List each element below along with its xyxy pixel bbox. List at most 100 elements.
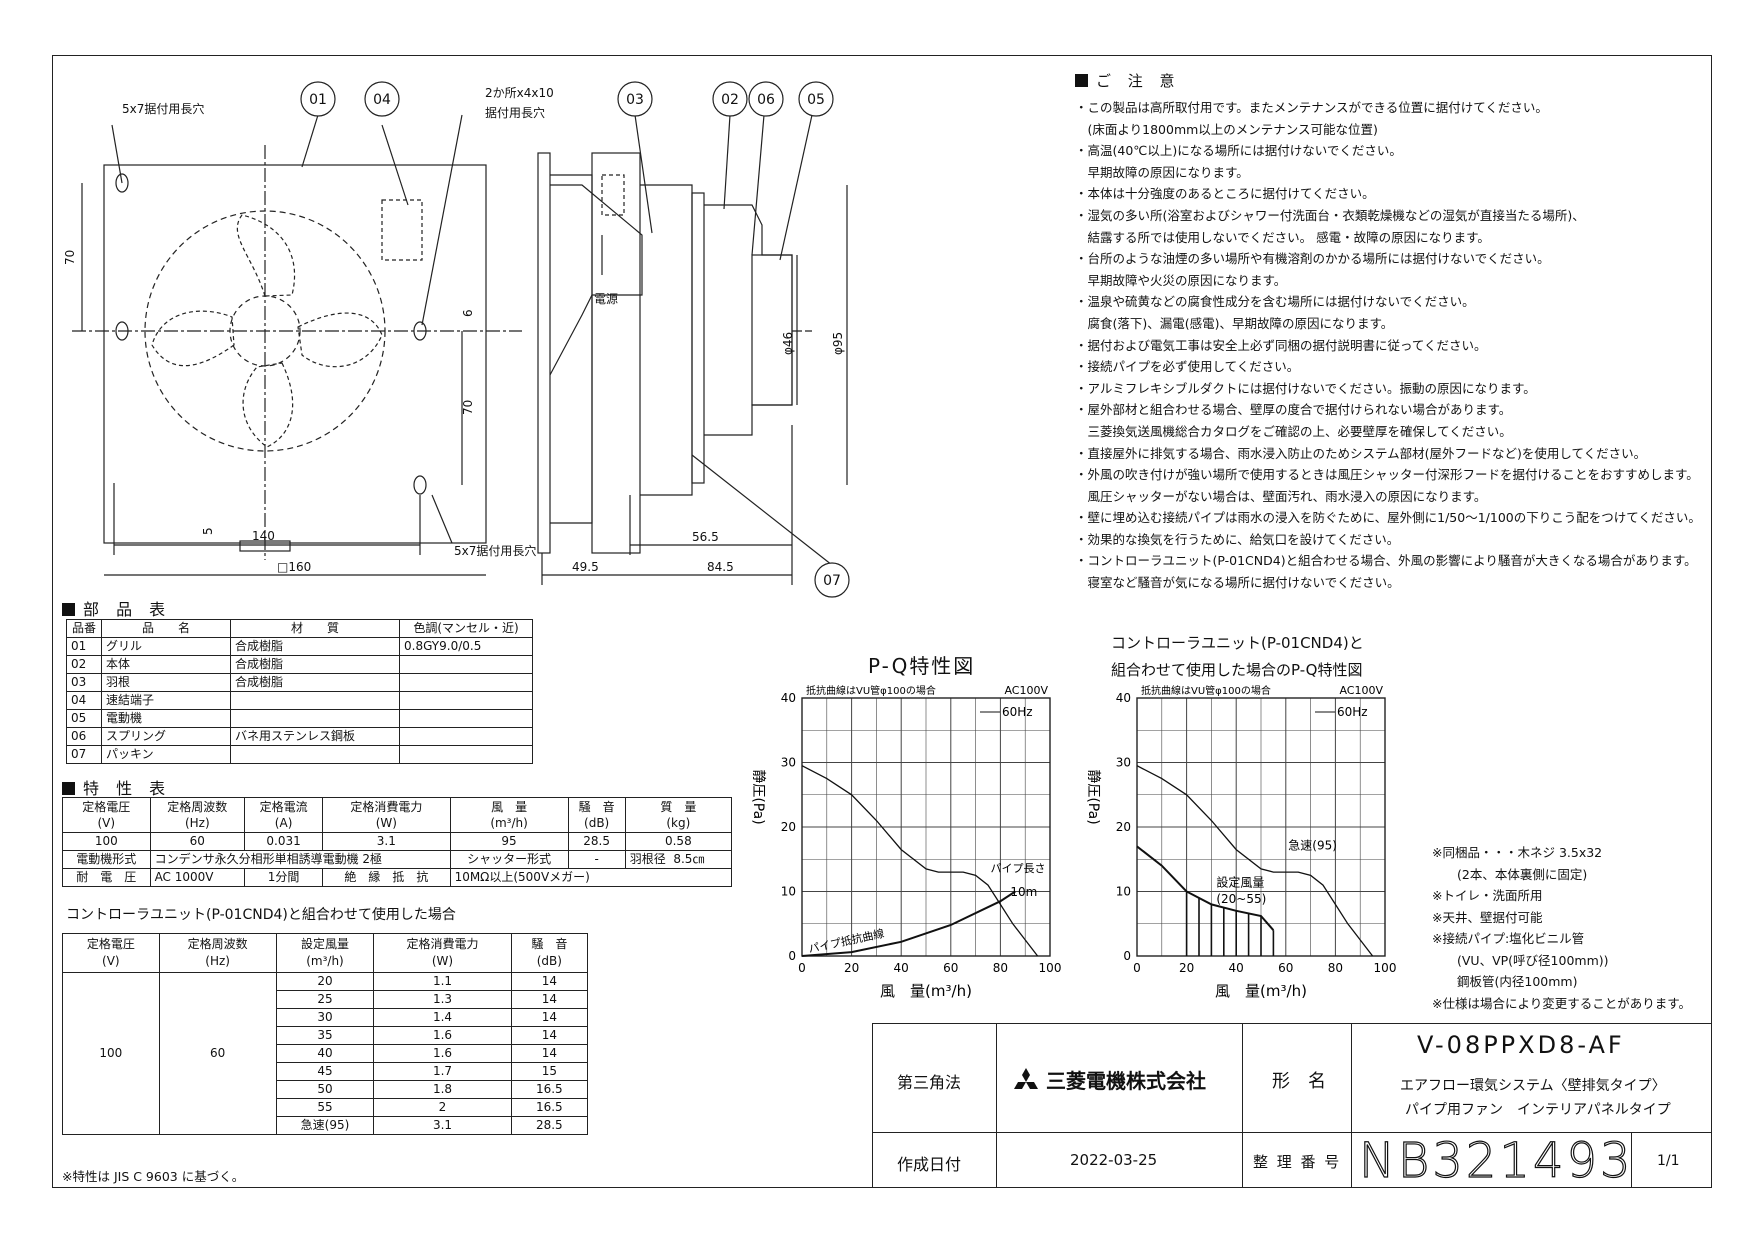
svg-text:2か所x4x10: 2か所x4x10 [485, 86, 554, 100]
remark-line: 鋼板管(内径100mm) [1432, 974, 1578, 989]
note-line: ・高温(40℃以上)になる場所には据付けないでください。 [1075, 143, 1402, 159]
square-bullet-icon [1075, 74, 1088, 87]
y-tick-label: 30 [781, 756, 796, 770]
note-line: ・アルミフレキシブルダクトには据付けないでください。振動の原因になります。 [1075, 380, 1536, 396]
y-tick-label: 40 [781, 691, 796, 705]
note-line: 三菱換気送風機総合カタログをご確認の上、必要壁厚を確保してください。 [1075, 423, 1512, 439]
annotation: 急速(95) [1288, 838, 1337, 853]
y-axis-label: 静圧(Pa) [1085, 769, 1101, 824]
note-line: ・屋外部材と組合わせる場合、壁厚の度合で据付けられない場合があります。 [1075, 402, 1512, 418]
model-label: 形 名 [1272, 1071, 1326, 1092]
remark-line: ※トイレ・洗面所用 [1432, 888, 1543, 903]
controller-footnote: ※特性は JIS C 9603 に基づく。 [62, 1169, 245, 1184]
y-tick-label: 40 [1116, 691, 1131, 705]
note-line: 寝室など騒音が気になる場所に据付けないでください。 [1075, 575, 1400, 591]
specs-table: 定格電圧 (V)定格周波数 (Hz)定格電流 (A)定格消費電力 (W)風 量 … [62, 797, 733, 887]
svg-text:01: 01 [309, 92, 327, 108]
controller-title: コントローラユニット(P-01CND4)と組合わせて使用した場合 [66, 907, 456, 923]
chart-note: 抵抗曲線はVU管φ100の場合 [1141, 684, 1271, 697]
square-bullet-icon [62, 603, 75, 616]
note-line: ・本体は十分強度のあるところに据付けてください。 [1075, 186, 1375, 202]
remark-line: (2本、本体裏側に固定) [1432, 866, 1588, 882]
sheet-number: 1/1 [1657, 1153, 1680, 1169]
x-tick-label: 20 [1179, 961, 1194, 975]
legend-label: 60Hz [1337, 705, 1368, 719]
x-tick-label: 60 [943, 961, 958, 975]
balloon-01 [300, 81, 336, 117]
balloon-06 [748, 81, 784, 117]
balloon-04 [364, 81, 400, 117]
note-line: ・台所のような油煙の多い場所や有機溶剤のかかる場所には据付けないでください。 [1075, 251, 1550, 267]
x-tick-label: 40 [1229, 961, 1244, 975]
grill-outline [103, 164, 487, 544]
note-line: ・温泉や硫黄などの腐食性成分を含む場所には据付けないでください。 [1075, 294, 1475, 310]
svg-text:5x7据付用長穴: 5x7据付用長穴 [122, 101, 204, 116]
annotation: パイプ抵抗曲線 [807, 926, 885, 956]
remark-line: ※同梱品・・・木ネジ 3.5x32 [1432, 845, 1603, 860]
svg-text:据付用長穴: 据付用長穴 [485, 105, 545, 120]
projection-label: 第三角法 [897, 1073, 962, 1092]
x-tick-label: 0 [1133, 961, 1141, 975]
svg-text:02: 02 [721, 92, 739, 108]
svg-text:140: 140 [252, 529, 275, 543]
x-tick-label: 20 [844, 961, 859, 975]
company-logo: 三菱電機株式会社 [1012, 1065, 1206, 1094]
note-line: ・直接屋外に排気する場合、雨水浸入防止のためシステム部材(屋外フードなど)を使用… [1075, 445, 1647, 461]
parts-title: 部 品 表 [62, 596, 171, 620]
svg-text:70: 70 [461, 400, 475, 415]
note-line: 早期故障の原因になります。 [1075, 164, 1249, 180]
note-line: ・効果的な換気を行うために、給気口を設けてください。 [1075, 531, 1400, 547]
svg-text:56.5: 56.5 [692, 530, 719, 544]
series-line-1 [801, 890, 1016, 957]
note-line: 早期故障や火災の原因になります。 [1075, 272, 1287, 288]
legend-label: 60Hz [1002, 705, 1033, 719]
svg-text:07: 07 [823, 573, 841, 589]
x-tick-label: 100 [1374, 961, 1397, 975]
y-tick-label: 20 [1116, 820, 1131, 834]
svg-text:φ46: φ46 [781, 332, 795, 355]
remarks: ※同梱品・・・木ネジ 3.5x32 (2本、本体裏側に固定)※トイレ・洗面所用※… [1432, 842, 1691, 1014]
y-tick-label: 20 [781, 820, 796, 834]
y-tick-label: 10 [781, 885, 796, 899]
chart2-title: コントローラユニット(P-01CND4)と 組合わせて使用した場合のP-Q特性図 [1111, 634, 1364, 679]
note-line: 風圧シャッターがない場合は、壁面汚れ、雨水浸入の原因になります。 [1075, 488, 1487, 504]
note-line: ・壁に埋め込む接続パイプは雨水の浸入を防ぐために、屋外側に1/50～1/100の… [1075, 510, 1701, 526]
notes-section: ご 注 意 ・この製品は高所取付用です。またメンテナンスができる位置に据付けてく… [1075, 70, 1715, 594]
square-bullet-icon [62, 782, 75, 795]
y-axis-label: 静圧(Pa) [750, 769, 766, 824]
x-tick-label: 40 [894, 961, 909, 975]
annotation: 設定風量 [1216, 874, 1264, 889]
technical-drawing: 01 04 03 02 06 05 07 5x7据付用長穴 2か所x4x10 据… [63, 81, 850, 598]
annotation: パイプ長さ [990, 862, 1045, 875]
remark-line: (VU、VP(呼び径100mm)) [1432, 952, 1609, 968]
x-axis-label: 風 量(m³/h) [1215, 982, 1307, 1000]
plot-frame [801, 697, 1051, 957]
svg-text:5x7据付用長穴: 5x7据付用長穴 [454, 543, 536, 558]
balloon-02 [712, 81, 748, 117]
svg-text:6: 6 [461, 309, 475, 317]
annotation: (20~55) [1216, 892, 1266, 906]
svg-text:05: 05 [807, 92, 825, 108]
specs-title: 特 性 表 [62, 775, 171, 799]
note-line: ・接続パイプを必ず使用してください。 [1075, 359, 1300, 375]
controller-table: 定格電圧 (V)定格周波数 (Hz)設定風量 (m³/h)定格消費電力 (W)騒… [62, 933, 589, 1135]
company-name: 三菱電機株式会社 [1046, 1069, 1206, 1093]
chart-note: 抵抗曲線はVU管φ100の場合 [806, 684, 936, 697]
number-label: 整 理 番 号 [1253, 1153, 1342, 1171]
notes-heading: ご 注 意 [1075, 70, 1715, 91]
balloon-05 [798, 81, 834, 117]
note-line: ・据付および電気工事は安全上必ず同梱の据付説明書に従ってください。 [1075, 337, 1487, 353]
